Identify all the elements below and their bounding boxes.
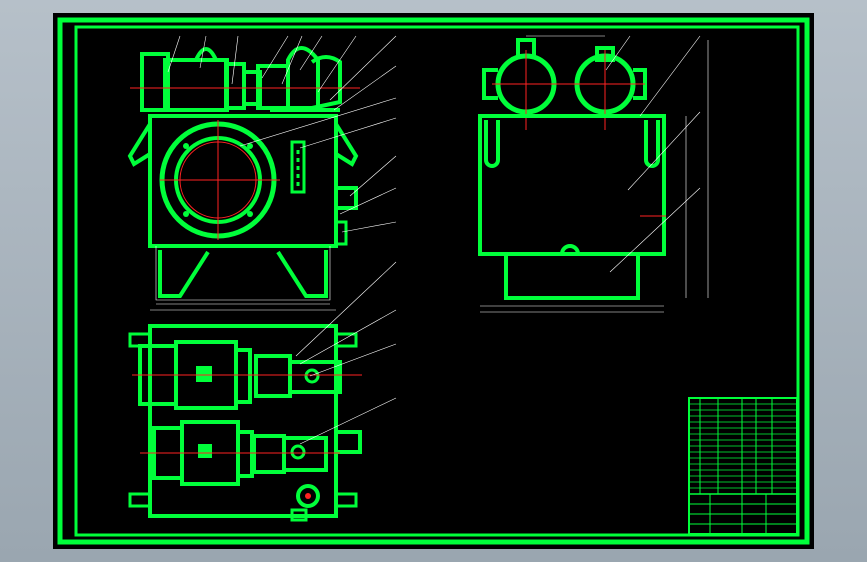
leader-line bbox=[299, 309, 397, 365]
leader-line bbox=[239, 97, 397, 147]
pump-housing bbox=[256, 64, 290, 110]
motor-1-terminal bbox=[196, 366, 212, 382]
front-view bbox=[127, 46, 360, 311]
level-gauge bbox=[290, 140, 306, 194]
motor-1-flange bbox=[234, 348, 252, 404]
leader-line bbox=[299, 397, 397, 445]
leader-line bbox=[299, 117, 397, 149]
leader-line bbox=[317, 35, 357, 93]
pump-1-head bbox=[288, 360, 342, 394]
outer-border bbox=[57, 17, 810, 545]
terminal-box-left bbox=[482, 68, 498, 100]
title-grid bbox=[689, 494, 797, 534]
leader-line bbox=[349, 155, 397, 197]
flange-bolt bbox=[183, 143, 189, 149]
filler-cap bbox=[296, 484, 320, 508]
leader-line bbox=[605, 35, 631, 71]
drain-plug bbox=[290, 508, 308, 522]
title-block bbox=[688, 397, 798, 535]
leader-line bbox=[329, 35, 397, 101]
leader-line bbox=[309, 343, 397, 377]
side-plug bbox=[334, 220, 348, 246]
lug-bl bbox=[128, 492, 152, 508]
leader-line bbox=[341, 221, 397, 233]
pump-2-body bbox=[252, 434, 286, 474]
pump-2-port bbox=[290, 444, 306, 460]
inner-border bbox=[74, 25, 800, 537]
leader-line bbox=[167, 35, 181, 73]
leader-line bbox=[281, 35, 303, 85]
motor-end-cap bbox=[140, 52, 170, 112]
tank-top-outline bbox=[148, 324, 338, 518]
pump-1-body bbox=[254, 354, 292, 398]
leader-line bbox=[261, 35, 289, 79]
leader-line bbox=[627, 111, 701, 191]
leader-line bbox=[339, 187, 397, 215]
pump-head bbox=[286, 46, 320, 110]
right-lift-lug bbox=[334, 122, 359, 167]
title-block-frame bbox=[688, 397, 798, 535]
flange-bolt bbox=[183, 211, 189, 217]
lug-tr bbox=[334, 332, 358, 348]
pump-1-port bbox=[304, 368, 320, 384]
lifting-eye bbox=[194, 47, 218, 61]
leader-line bbox=[609, 187, 701, 273]
valve-block bbox=[310, 55, 342, 110]
flange-bolt bbox=[247, 143, 253, 149]
side-lug-left bbox=[484, 120, 500, 168]
side-base bbox=[504, 252, 640, 300]
leader-line bbox=[299, 35, 323, 71]
base-leg-right bbox=[276, 250, 328, 298]
motor-2-terminal bbox=[198, 444, 212, 458]
side-lug-right bbox=[644, 120, 660, 168]
leader-line bbox=[199, 35, 207, 69]
front-view-leaders bbox=[167, 35, 397, 233]
drawing-canvas bbox=[57, 17, 810, 545]
side-view bbox=[478, 35, 709, 313]
pump-2-head bbox=[282, 436, 328, 472]
side-fitting bbox=[334, 430, 362, 454]
drawing-sheet bbox=[53, 13, 814, 549]
top-view bbox=[128, 261, 397, 522]
tank-body bbox=[148, 114, 338, 248]
motor-body bbox=[163, 58, 229, 112]
base-leg-left bbox=[158, 250, 210, 298]
lug-br bbox=[334, 492, 358, 508]
filler-cap-center bbox=[305, 493, 311, 499]
drain-boss bbox=[560, 244, 580, 255]
left-lift-lug bbox=[127, 122, 152, 167]
base-outline bbox=[155, 246, 331, 301]
leader-line bbox=[231, 35, 239, 85]
leader-line bbox=[639, 35, 701, 117]
flange-bolt bbox=[247, 211, 253, 217]
motor-2-flange bbox=[236, 430, 254, 478]
leader-line bbox=[295, 261, 397, 357]
drain-port bbox=[334, 186, 358, 210]
tank-side bbox=[478, 114, 666, 256]
leader-line bbox=[333, 65, 397, 111]
parts-list-grid bbox=[689, 398, 797, 495]
